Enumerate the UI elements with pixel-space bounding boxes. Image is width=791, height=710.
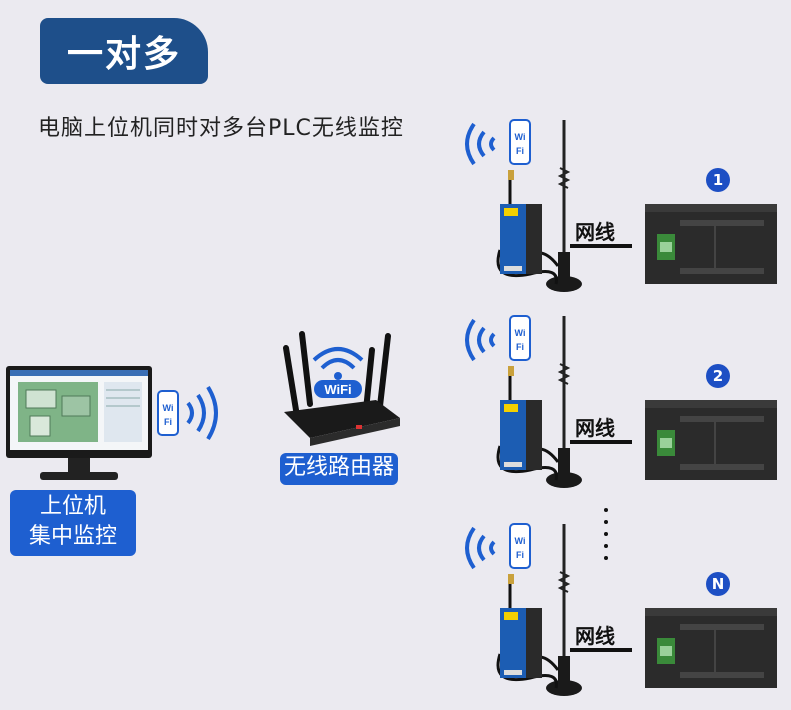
svg-text:Fi: Fi — [516, 146, 524, 156]
ellipsis-dot — [604, 544, 608, 548]
wifi-icon: Wi Fi — [465, 315, 531, 362]
node-badge: 2 — [706, 364, 730, 388]
plc-node-n: Wi Fi 网线 N — [465, 516, 790, 706]
wireless-adapter-icon — [496, 120, 777, 292]
svg-text:Wi: Wi — [515, 536, 526, 546]
svg-text:Fi: Fi — [164, 417, 172, 427]
wireless-adapter-icon — [496, 316, 777, 488]
ellipsis-dot — [604, 532, 608, 536]
svg-text:Wi: Wi — [515, 328, 526, 338]
node-badge: N — [706, 572, 730, 596]
ellipsis-dot — [604, 508, 608, 512]
svg-text:Fi: Fi — [516, 342, 524, 352]
monitor-icon — [6, 366, 152, 490]
ellipsis-dot — [604, 556, 608, 560]
computer-wifi-icon: Wi Fi — [157, 385, 228, 449]
plc-node-2: Wi Fi 网线 2 — [465, 308, 790, 498]
cable-label: 网线 — [575, 416, 615, 440]
computer-label: 上位机 集中监控 — [10, 490, 136, 556]
title-tab: 一对多 — [40, 18, 208, 84]
wifi-icon: Wi Fi — [465, 119, 531, 166]
node-badge: 1 — [706, 168, 730, 192]
subtitle: 电脑上位机同时对多台PLC无线监控 — [38, 116, 404, 141]
computer-label-line1: 上位机 — [39, 494, 106, 519]
router-icon: WiFi — [276, 330, 406, 452]
router-label: 无线路由器 — [280, 453, 398, 485]
wireless-adapter-icon — [496, 524, 777, 696]
svg-text:Fi: Fi — [516, 550, 524, 560]
ellipsis-dot — [604, 520, 608, 524]
wifi-icon: Wi Fi — [465, 523, 531, 570]
cable-label: 网线 — [575, 220, 615, 244]
router-wifi-text: WiFi — [324, 382, 351, 397]
svg-text:Wi: Wi — [163, 403, 174, 413]
computer-label-line2: 集中监控 — [28, 524, 117, 549]
cable-label: 网线 — [575, 624, 615, 648]
plc-node-1: Wi Fi 网线 1 — [465, 112, 790, 302]
svg-text:Wi: Wi — [515, 132, 526, 142]
